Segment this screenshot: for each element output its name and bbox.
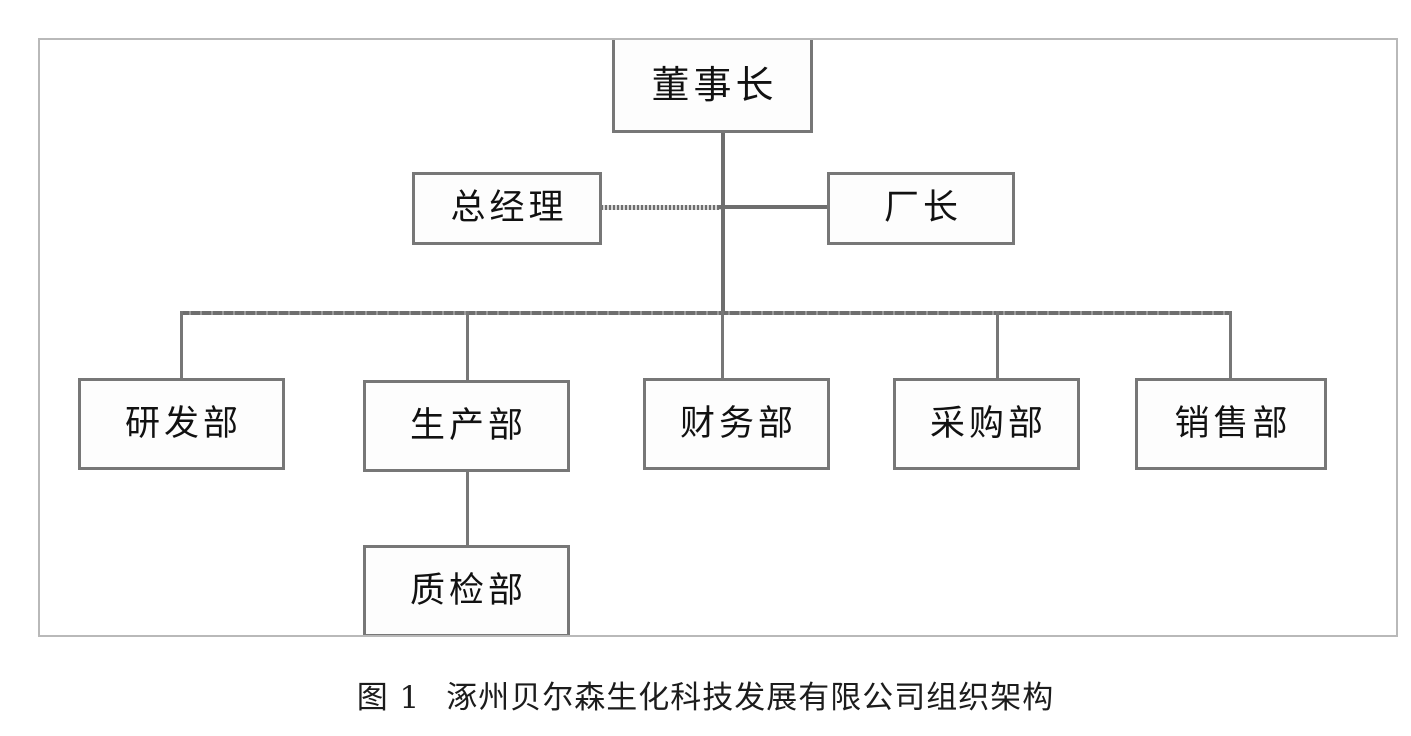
node-factory-director-label: 厂长 bbox=[883, 188, 962, 228]
node-general-manager[interactable]: 总经理 bbox=[412, 172, 602, 245]
figure-number: 图 1 bbox=[356, 680, 421, 716]
node-finance-dept[interactable]: 财务部 bbox=[643, 378, 830, 470]
connector-drop-purchasing bbox=[996, 311, 999, 381]
node-qc-dept-label: 质检部 bbox=[409, 570, 527, 611]
node-purchasing-dept[interactable]: 采购部 bbox=[893, 378, 1080, 470]
node-finance-dept-label: 财务部 bbox=[679, 403, 797, 444]
node-production-dept-label: 生产部 bbox=[409, 405, 527, 446]
node-factory-director[interactable]: 厂长 bbox=[827, 172, 1015, 245]
node-qc-dept[interactable]: 质检部 bbox=[363, 545, 570, 635]
node-purchasing-dept-label: 采购部 bbox=[929, 403, 1047, 444]
connector-drop-rd bbox=[180, 311, 183, 381]
figure-caption: 图 1 涿州贝尔森生化科技发展有限公司组织架构 bbox=[0, 672, 1411, 717]
connector-stem-to-factory-director bbox=[719, 205, 829, 209]
chart-frame: 董事长 总经理 厂长 研发部 生产部 财务部 采购部 销售部 bbox=[38, 38, 1398, 637]
connector-gm-to-stem bbox=[601, 205, 723, 210]
connector-production-to-qc bbox=[466, 468, 469, 548]
node-chairman[interactable]: 董事长 bbox=[612, 40, 813, 133]
node-general-manager-label: 总经理 bbox=[450, 188, 568, 228]
node-rd-dept-label: 研发部 bbox=[124, 403, 242, 444]
connector-chairman-stem bbox=[721, 131, 725, 315]
figure-caption-title: 涿州贝尔森生化科技发展有限公司组织架构 bbox=[446, 680, 1055, 716]
node-sales-dept[interactable]: 销售部 bbox=[1135, 378, 1327, 470]
node-rd-dept[interactable]: 研发部 bbox=[78, 378, 285, 470]
connector-drop-production bbox=[466, 311, 469, 381]
connector-drop-sales bbox=[1229, 311, 1232, 381]
node-sales-dept-label: 销售部 bbox=[1174, 403, 1292, 444]
connector-drop-finance bbox=[721, 311, 724, 381]
chart-canvas: 董事长 总经理 厂长 研发部 生产部 财务部 采购部 销售部 bbox=[40, 40, 1396, 635]
node-production-dept[interactable]: 生产部 bbox=[363, 380, 570, 472]
connector-department-bus bbox=[180, 311, 1232, 315]
node-chairman-label: 董事长 bbox=[651, 63, 778, 107]
